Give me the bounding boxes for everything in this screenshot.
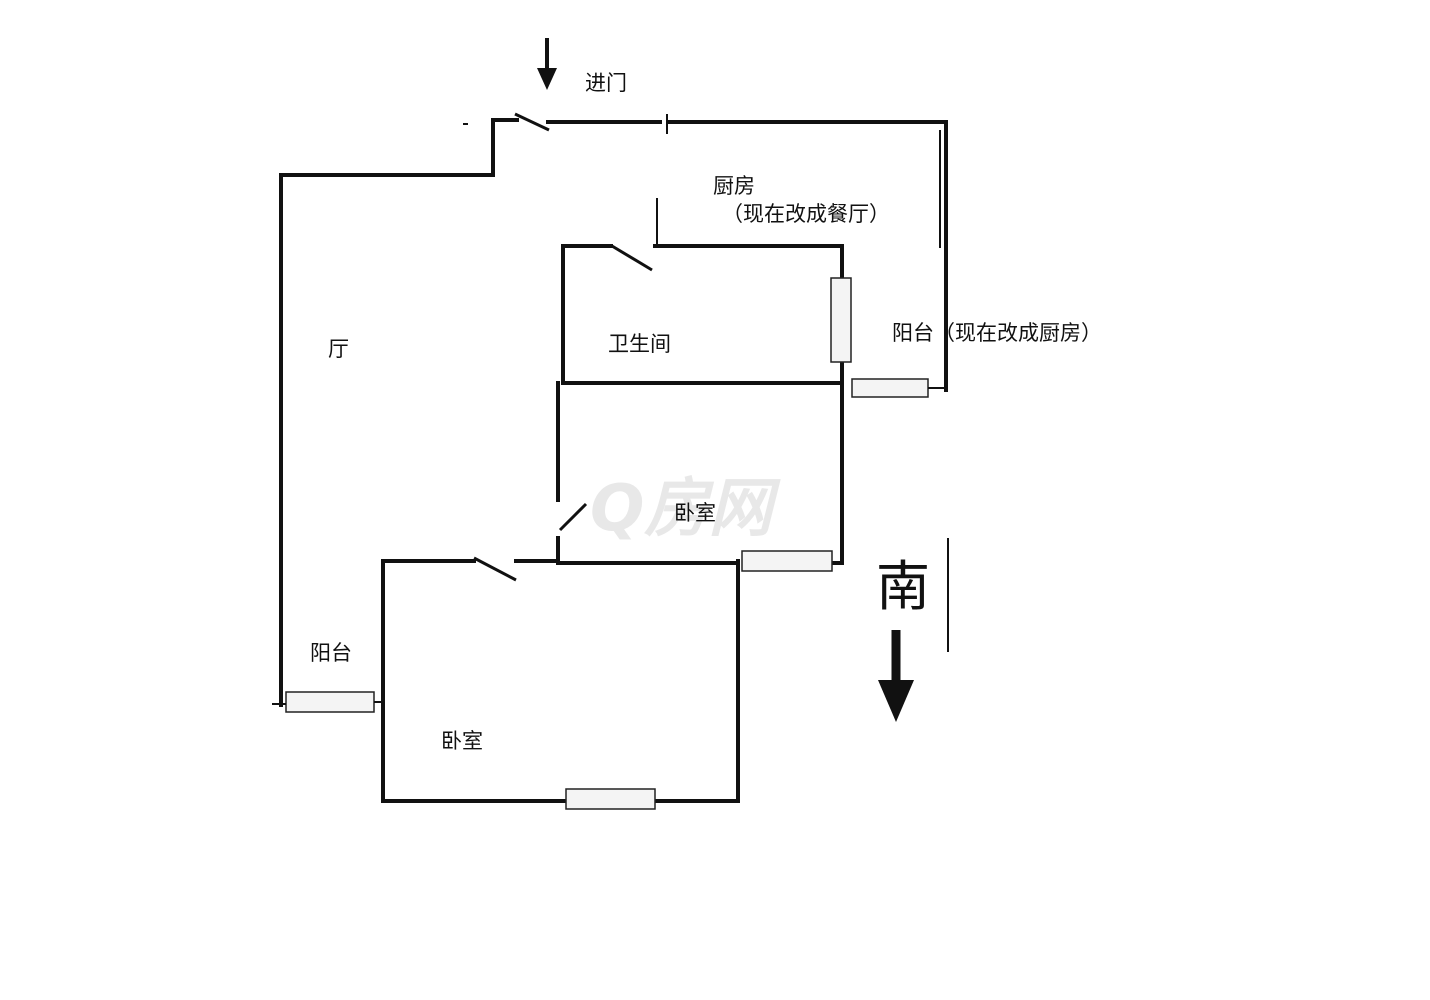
balcony-left-label: 阳台 [310, 641, 352, 665]
bedroom-upper-label: 卧室 [674, 501, 716, 525]
entrance-door [514, 112, 550, 132]
bedroom-lower-door [473, 556, 517, 582]
bathroom-window [830, 277, 852, 363]
south-arrow-icon [878, 630, 914, 722]
outer-walls [279, 114, 948, 707]
bedroom-upper-window [741, 550, 833, 572]
kitchen-note-label: （现在改成餐厅） [722, 202, 890, 226]
bedroom-lower-label: 卧室 [441, 729, 483, 753]
balcony-left-window [285, 691, 375, 713]
bedroom-lower-walls [381, 559, 740, 803]
entrance-arrow-icon [537, 38, 557, 90]
entrance-label: 进门 [585, 71, 627, 95]
bedroom-lower-window [565, 788, 656, 810]
balcony-right-window [851, 378, 929, 398]
south-label: 南 [876, 555, 930, 618]
bedroom-upper-door [558, 502, 588, 532]
bathroom-walls [561, 244, 844, 385]
balcony-right-label: 阳台（现在改成厨房） [892, 321, 1102, 345]
living-room-label: 厅 [328, 337, 349, 361]
watermark-logo: Q房网 [590, 472, 781, 546]
bathroom-label: 卫生间 [608, 332, 671, 356]
bathroom-door [611, 244, 653, 272]
kitchen-label: 厨房 [713, 174, 755, 198]
